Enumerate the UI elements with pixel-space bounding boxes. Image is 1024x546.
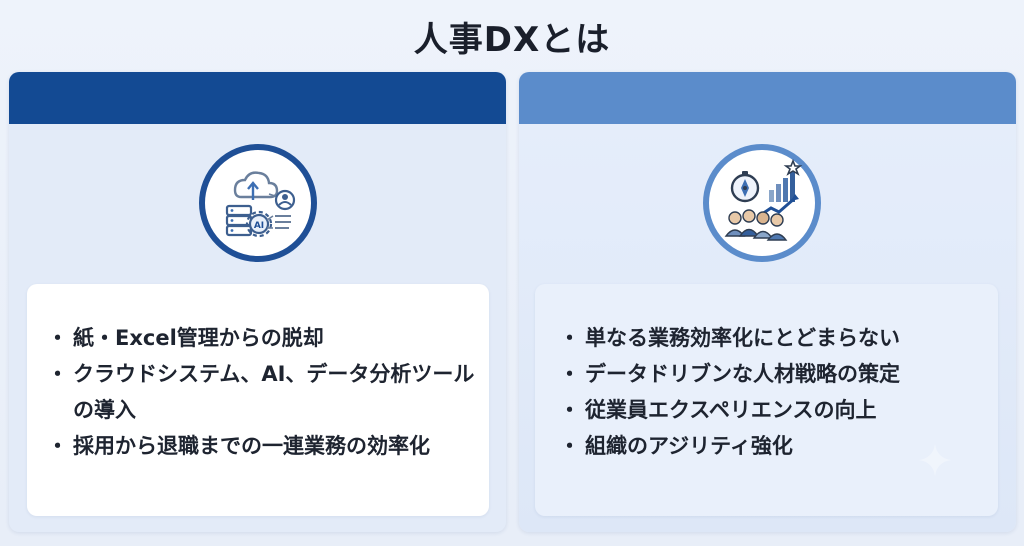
left-badge: AI	[199, 144, 317, 262]
list-item: 組織のアジリティ強化	[559, 428, 998, 464]
right-badge	[703, 144, 821, 262]
svg-text:AI: AI	[254, 221, 264, 231]
list-item: クラウドシステム、AI、データ分析ツールの導入	[47, 356, 489, 428]
sparkle-icon	[919, 444, 951, 476]
cloud-server-ai-icon: AI	[225, 171, 296, 238]
left-panel-header	[9, 72, 506, 124]
left-panel: AI 紙・Excel管理からの脱却 クラウドシステム、AI、データ分析ツールの導…	[9, 72, 506, 532]
left-bullet-card: 紙・Excel管理からの脱却 クラウドシステム、AI、データ分析ツールの導入 採…	[27, 284, 489, 516]
compass-growth-team-icon	[724, 158, 803, 241]
right-bullet-card: 単なる業務効率化にとどまらない データドリブンな人材戦略の策定 従業員エクスペリ…	[535, 284, 998, 516]
list-item: データドリブンな人材戦略の策定	[559, 356, 998, 392]
page-title: 人事DXとは	[413, 20, 611, 60]
right-bullet-list: 単なる業務効率化にとどまらない データドリブンな人材戦略の策定 従業員エクスペリ…	[535, 284, 998, 464]
right-panel-header	[519, 72, 1016, 124]
list-item: 紙・Excel管理からの脱却	[47, 320, 489, 356]
list-item: 従業員エクスペリエンスの向上	[559, 392, 998, 428]
list-item: 単なる業務効率化にとどまらない	[559, 320, 998, 356]
list-item: 採用から退職までの一連業務の効率化	[47, 428, 489, 464]
right-panel: 単なる業務効率化にとどまらない データドリブンな人材戦略の策定 従業員エクスペリ…	[519, 72, 1016, 532]
left-bullet-list: 紙・Excel管理からの脱却 クラウドシステム、AI、データ分析ツールの導入 採…	[27, 284, 489, 464]
